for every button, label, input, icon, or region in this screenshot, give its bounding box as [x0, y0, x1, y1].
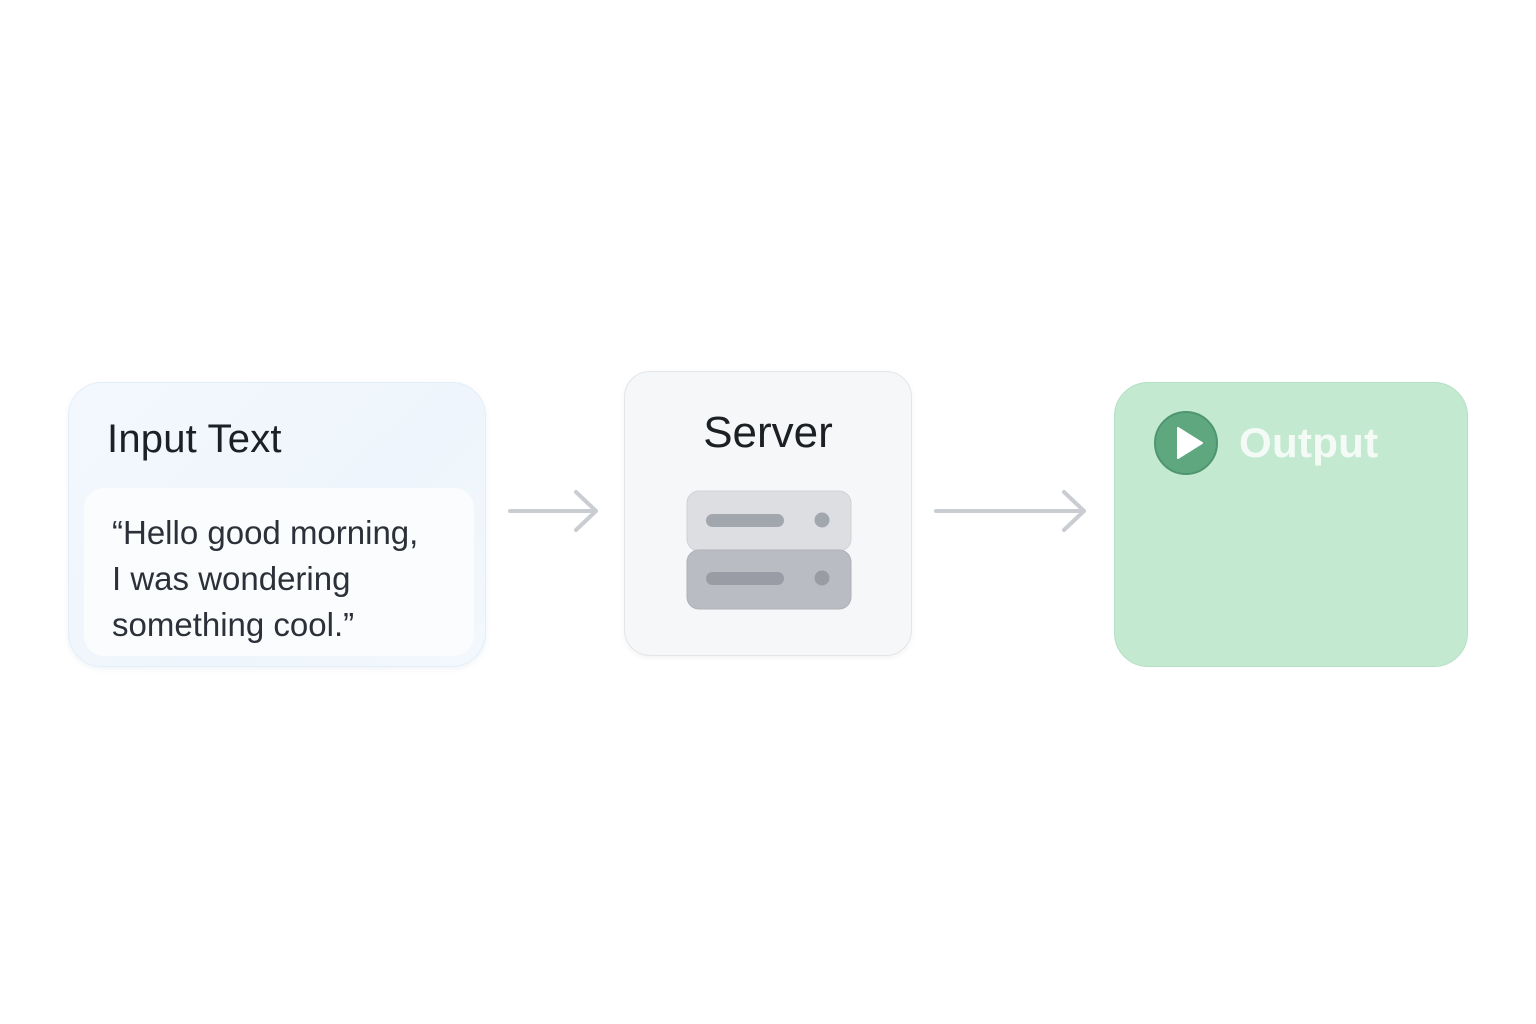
server-title: Server [703, 408, 833, 457]
input-text-line-2: I was wondering [112, 560, 351, 597]
input-text-title: Input Text [107, 417, 282, 461]
input-text-line-3: something cool.” [112, 606, 355, 643]
output-title: Output [1239, 419, 1379, 466]
server-icon [686, 490, 852, 610]
output-card: Output [1114, 382, 1468, 667]
arrow-input-to-server [508, 490, 598, 532]
play-icon [1177, 427, 1203, 459]
play-button[interactable] [1154, 411, 1218, 475]
input-text-card: Input Text “Hello good morning, I was wo… [68, 382, 486, 667]
arrow-server-to-output [934, 490, 1086, 532]
input-text-line-1: “Hello good morning, [112, 514, 419, 551]
input-text-body: “Hello good morning, I was wondering som… [84, 488, 474, 656]
server-card: Server [624, 371, 912, 656]
